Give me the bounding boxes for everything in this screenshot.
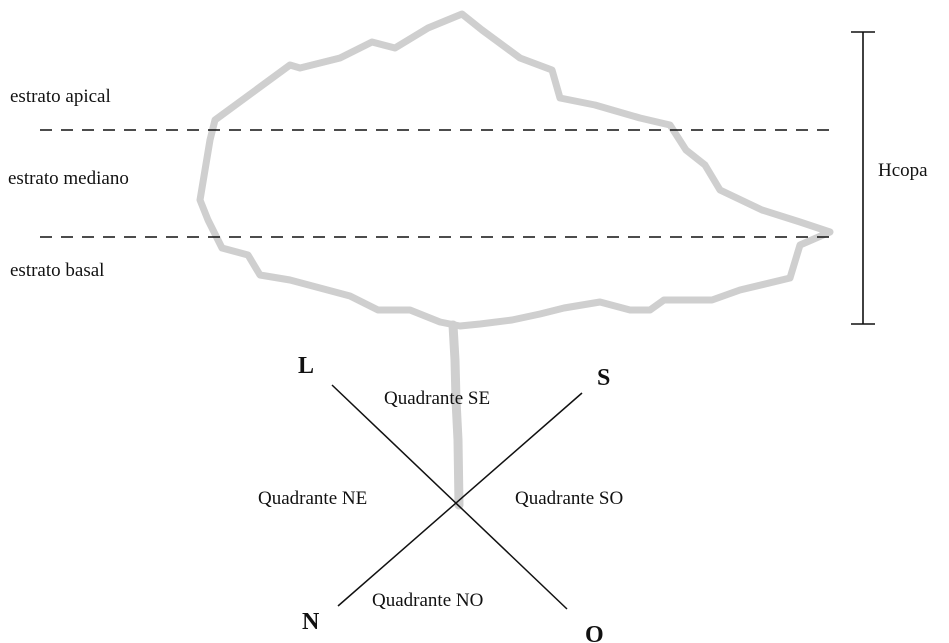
- axis-east-west: [331, 384, 568, 610]
- direction-west-label: O: [585, 622, 604, 643]
- quadrant-ne-label: Quadrante NE: [258, 488, 367, 509]
- tree-crown-outline: [196, 10, 834, 330]
- quadrant-se-label: Quadrante SE: [384, 388, 490, 409]
- axis-south-north: [337, 392, 583, 607]
- stratum-mediano-label: estrato mediano: [8, 168, 129, 189]
- crown-height-label: Hcopa: [878, 160, 928, 181]
- direction-east-label: L: [298, 353, 314, 379]
- direction-north-label: N: [302, 609, 320, 635]
- quadrant-no-label: Quadrante NO: [372, 590, 483, 611]
- quadrant-so-label: Quadrante SO: [515, 488, 623, 509]
- tree-trunk: [448, 320, 464, 510]
- direction-south-label: S: [597, 365, 610, 391]
- stratum-apical-label: estrato apical: [10, 86, 111, 107]
- stratum-basal-label: estrato basal: [10, 260, 104, 281]
